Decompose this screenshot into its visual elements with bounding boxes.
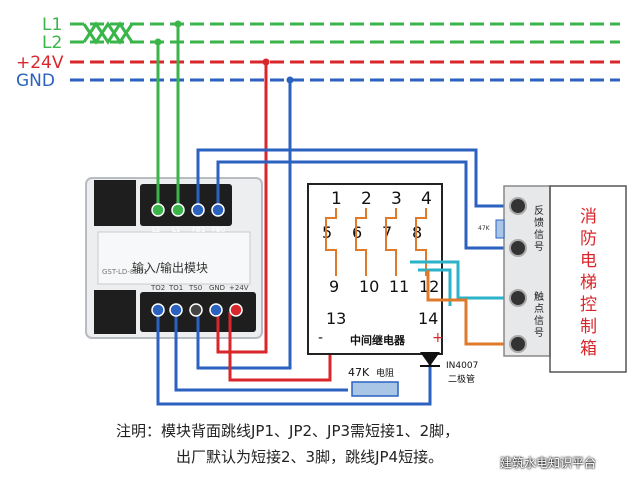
fire-box-title-char: 梯: [580, 273, 597, 293]
wire-to2: [156, 312, 432, 406]
module-top-connector: [94, 180, 136, 226]
resistor-label: 电阻: [376, 367, 394, 379]
fire-box-title-char: 制: [580, 317, 597, 337]
terminal-fb0: [211, 203, 225, 217]
wire-cyan-1: [410, 260, 518, 300]
module-wiring: [156, 24, 518, 406]
relay-pin-mid: 6: [352, 223, 362, 242]
p24v-label: +24V: [16, 53, 64, 73]
fire-box-title-char: 箱: [580, 339, 597, 359]
fire-terminal-4: [509, 335, 527, 353]
relay-name: 中间继电器: [350, 333, 406, 347]
relay-pin-top: 1: [331, 189, 342, 209]
contact-label-char: 号: [534, 327, 544, 339]
resistor-value: 47K: [348, 366, 370, 379]
diode-label: 二极管: [448, 373, 475, 385]
note-line-1: 注明：模块背面跳线JP1、JP2、JP3需短接1、2脚，: [116, 422, 460, 440]
relay-plus: +: [432, 330, 444, 346]
gnd-label: GND: [16, 71, 55, 91]
bus-lines: L1 L2 +24V GND: [16, 15, 620, 91]
relay-pin-mid: 7: [382, 223, 392, 242]
terminal-gnd: [209, 303, 223, 317]
terminal-l2: [151, 203, 165, 217]
feedback-label-char: 馈: [534, 216, 544, 229]
terminal-24v: [229, 303, 243, 317]
module-bottom-terminal-label: TS0: [188, 284, 202, 292]
module-bottom-terminal-label: +24V: [229, 284, 249, 292]
wire-fb0: [216, 160, 518, 250]
fire-terminal-1: [509, 197, 527, 215]
fire-box-title-char: 控: [580, 295, 597, 315]
relay-pin-bottom: 9: [329, 277, 339, 296]
module-terminals: [151, 203, 243, 317]
relay-pin-mid: 8: [412, 223, 422, 242]
relay-contact: [355, 208, 367, 276]
relay-pin-bottom: 11: [389, 277, 409, 296]
relay-contact: [415, 208, 427, 276]
module-bottom-terminal-label: TO2: [150, 284, 165, 292]
relay-output-wiring: [410, 260, 518, 346]
l1-label: L1: [42, 15, 62, 35]
twisted-pair: [82, 21, 134, 45]
module-name: 输入/输出模块: [132, 260, 208, 275]
relay-minus: -: [318, 330, 323, 346]
module-bottom-terminal-label: GND: [209, 284, 225, 292]
contact-label-char: 信: [534, 315, 544, 327]
wire-to1: [174, 312, 348, 392]
fire-box-title-char: 电: [580, 251, 597, 271]
relay-pin-14: 14: [418, 309, 438, 328]
module-panel: [97, 231, 251, 285]
fire-terminal-3: [509, 289, 527, 307]
relay-contact: [325, 208, 337, 276]
terminal-to1: [169, 303, 183, 317]
module-bottom-terminal-label: TO1: [168, 284, 183, 292]
module-top-terminal-label: L2: [152, 226, 160, 234]
diode: IN4007 二极管: [420, 352, 478, 385]
wire-orange: [426, 270, 518, 346]
contact-label-char: 点: [534, 303, 544, 315]
relay-pin-bottom: 10: [359, 277, 379, 296]
relay-pin-mid: 5: [322, 223, 332, 242]
module-top-terminal-label: FB0: [212, 226, 225, 234]
fire-box-resistor: [495, 219, 505, 239]
module-model: GST-LD-8301: [102, 268, 148, 276]
feedback-label-char: 号: [534, 241, 544, 253]
l2-label: L2: [42, 33, 62, 53]
fire-box-title-char: 防: [580, 229, 597, 249]
watermark: 建筑水电知识平台: [500, 456, 597, 470]
wire-fb1: [196, 148, 518, 208]
feedback-label-char: 反: [534, 205, 544, 217]
relay-pin-top: 3: [391, 189, 402, 209]
module-top-terminal-block: [140, 184, 232, 226]
module-bottom-connector: [94, 290, 136, 334]
fire-box-resistor-label: 47K: [478, 225, 491, 232]
diode-model: IN4007: [446, 361, 478, 371]
resistor-body: [351, 381, 399, 397]
wire-24v-to-module: [216, 62, 268, 354]
relay-pin-top: 4: [421, 189, 432, 209]
wire-24v-relay: [228, 312, 332, 382]
module-top-terminal-label: FB1: [192, 226, 205, 234]
feedback-label-char: 信: [534, 229, 544, 241]
relay-pin-13: 13: [326, 309, 346, 328]
relay-contact: [385, 208, 397, 276]
note-line-2: 出厂默认为短接2、3脚，跳线JP4短接。: [176, 448, 444, 466]
terminal-fb1: [191, 203, 205, 217]
fire-terminal-2: [509, 239, 527, 257]
terminal-to2: [151, 303, 165, 317]
fire-box-outline: [549, 185, 627, 373]
diode-symbol: [420, 352, 440, 366]
terminal-l1: [171, 203, 185, 217]
relay-pin-top: 2: [361, 189, 372, 209]
contact-label-char: 触: [534, 290, 544, 303]
terminal-ts0: [189, 303, 203, 317]
resistor: 47K 电阻: [348, 366, 399, 397]
module-top-terminal-label: L1: [172, 226, 180, 234]
fire-box-title-char: 消: [580, 207, 597, 227]
wire-gnd-to-module: [196, 80, 292, 370]
